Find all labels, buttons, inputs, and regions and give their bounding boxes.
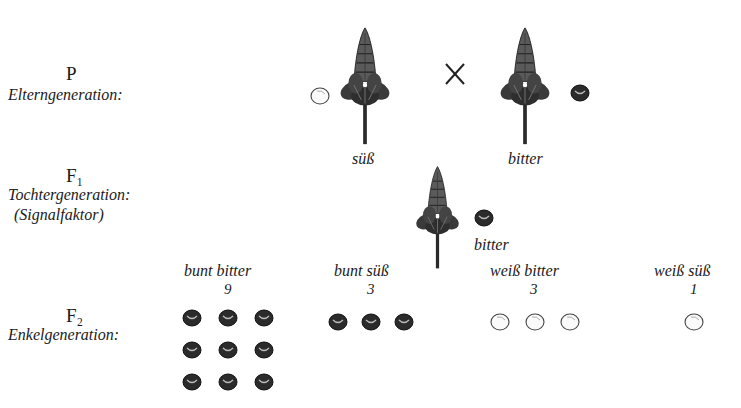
phenotype-label: süß bbox=[352, 150, 374, 168]
seed-group bbox=[183, 310, 273, 390]
phenotype-label: bitter bbox=[474, 236, 509, 254]
lupin-plant bbox=[414, 167, 462, 269]
cross-symbol bbox=[446, 64, 464, 84]
ratio-number: 3 bbox=[367, 281, 375, 298]
seed-group bbox=[329, 314, 413, 330]
phenotype-label: bunt süß bbox=[334, 262, 389, 280]
white-seed bbox=[685, 314, 703, 330]
lupin-plant bbox=[338, 28, 393, 144]
generation-name: Enkelgeneration: bbox=[8, 326, 119, 344]
generation-name: Tochtergeneration: bbox=[8, 186, 130, 204]
generation-name: Elterngeneration: bbox=[8, 86, 123, 104]
generation-symbol: F₁ bbox=[66, 166, 83, 187]
phenotype-label: weiß bitter bbox=[490, 262, 559, 280]
white-seed bbox=[311, 88, 329, 104]
phenotype-label: weiß süß bbox=[654, 262, 710, 280]
phenotype-label: bunt bitter bbox=[184, 262, 251, 280]
ratio-number: 1 bbox=[690, 281, 698, 298]
lupin-plant bbox=[498, 28, 553, 144]
generation-note: (Signalfaktor) bbox=[14, 206, 104, 224]
dark-seed bbox=[475, 210, 493, 226]
dark-seed bbox=[571, 85, 589, 101]
generation-symbol: F₂ bbox=[66, 306, 83, 327]
generation-symbol: P bbox=[66, 64, 77, 85]
seed-group bbox=[491, 314, 579, 330]
ratio-number: 9 bbox=[224, 281, 232, 298]
ratio-number: 3 bbox=[530, 281, 538, 298]
phenotype-label: bitter bbox=[508, 150, 543, 168]
